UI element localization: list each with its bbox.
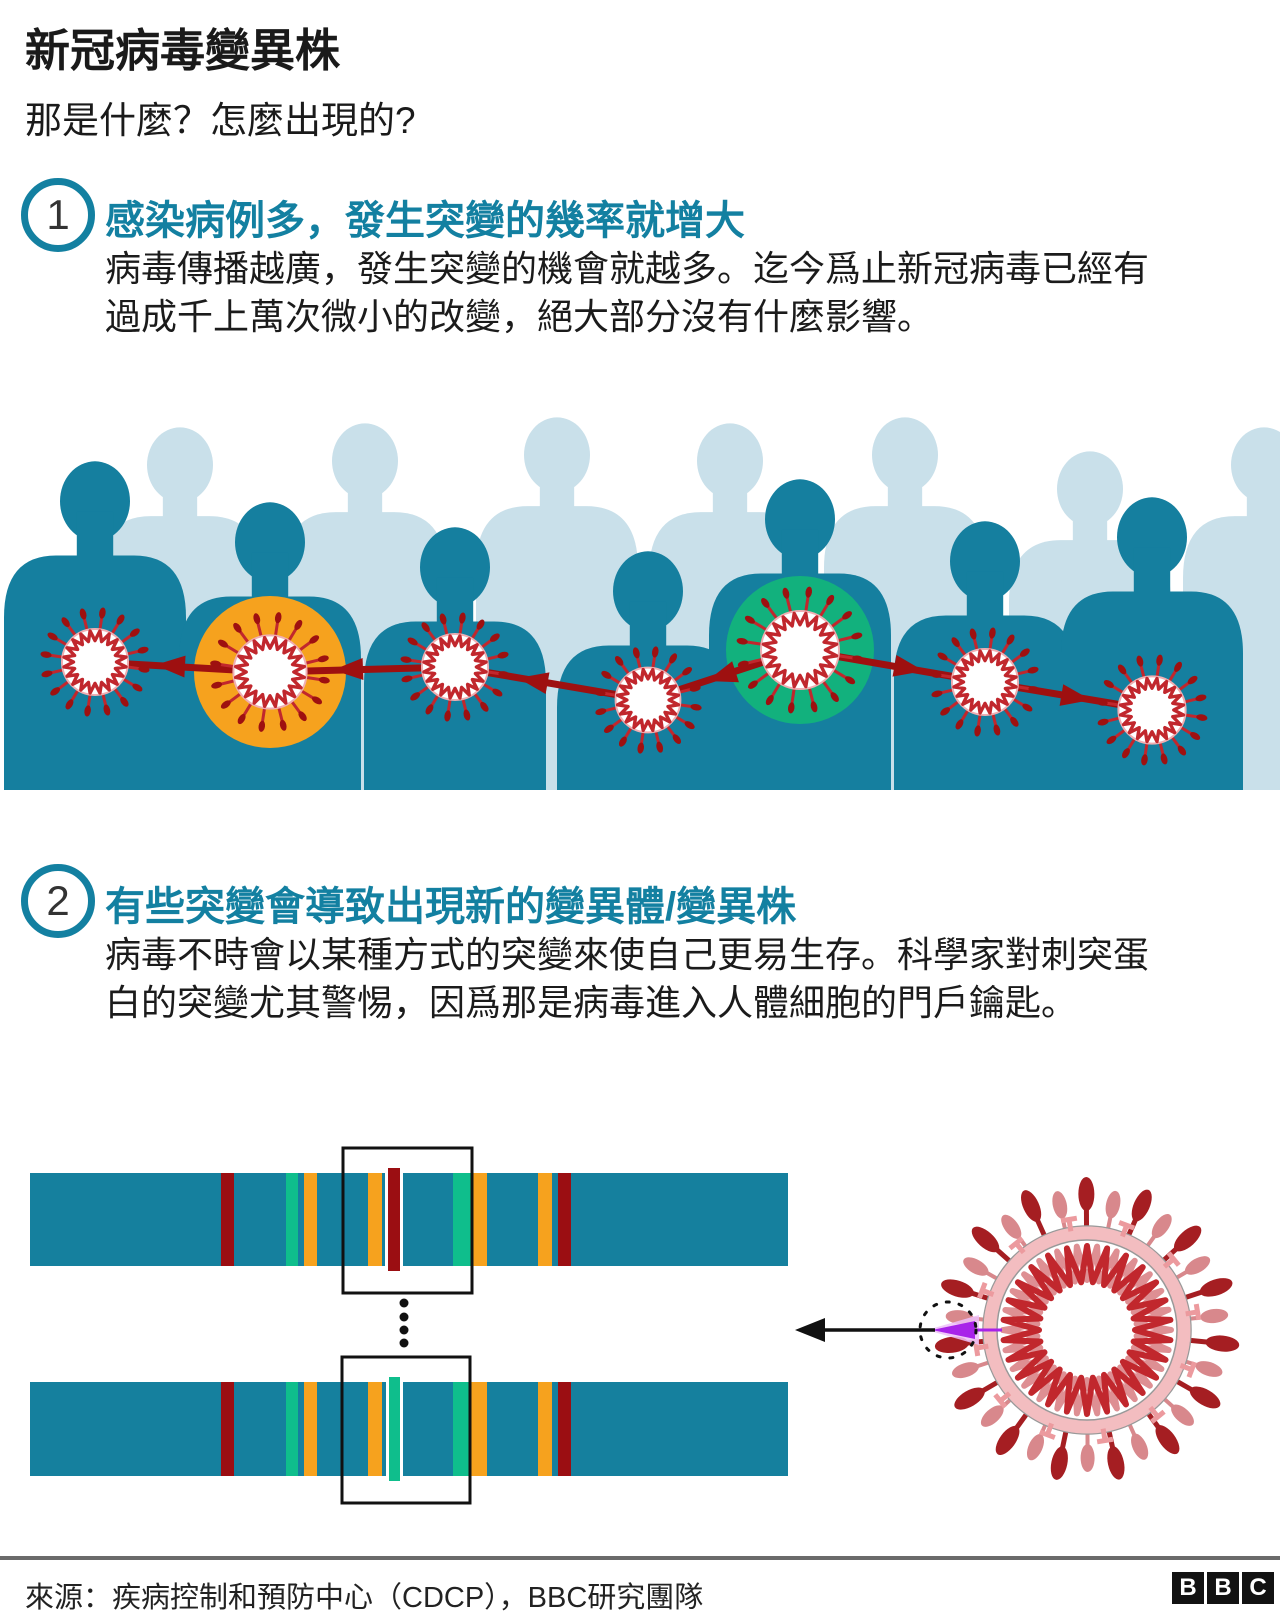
pointer-arrowhead-icon — [795, 1318, 825, 1342]
genome-bar — [30, 1173, 788, 1266]
mutated-spike-icon — [927, 1315, 1002, 1345]
section-2-number-badge: 2 — [21, 864, 95, 938]
bbc-logo-letter: C — [1242, 1572, 1274, 1604]
genome-stripe — [453, 1382, 471, 1476]
genome-stripe — [538, 1173, 552, 1266]
genome-stripe — [286, 1173, 298, 1266]
section-1-heading: 感染病例多，發生突變的幾率就增大 — [105, 199, 745, 243]
zoom-box — [341, 1146, 474, 1295]
transmission-arrowhead-icon — [1059, 684, 1091, 706]
ellipsis-dot — [399, 1325, 409, 1335]
section-1-body-line-1: 病毒傳播越廣，發生突變的機會就越多。迄今爲止新冠病毒已經有 — [105, 248, 1150, 289]
virus-transmission-illustration — [4, 417, 1280, 790]
genome-mutation-illustration — [30, 1146, 1240, 1505]
mutation-stripe — [388, 1168, 400, 1271]
mutation-stripe — [389, 1377, 400, 1481]
genome-stripe — [471, 1173, 487, 1266]
section-1-number: 1 — [46, 191, 70, 238]
transmission-arrowhead-icon — [707, 661, 739, 683]
dashed-focus-circle — [918, 1300, 978, 1360]
rna-coil — [1000, 1243, 1174, 1417]
genome-stripe — [368, 1173, 382, 1266]
section-2-heading: 有些突變會導致出現新的變異體/變異株 — [105, 885, 797, 929]
genome-stripe — [558, 1173, 571, 1266]
ellipsis-dot — [399, 1338, 409, 1348]
coronavirus-icon — [40, 607, 150, 717]
section-2-body: 病毒不時會以某種方式的突變來使自己更易生存。科學家對刺突蛋 白的突變尤其警惕，因… — [105, 931, 1149, 1027]
coronavirus-icon — [1096, 654, 1208, 766]
bbc-logo-letter: B — [1172, 1572, 1204, 1604]
genome-stripe — [286, 1382, 298, 1476]
footer-divider — [0, 1556, 1280, 1560]
transmission-arrowhead-icon — [155, 655, 186, 678]
genome-stripe — [368, 1382, 382, 1476]
section-2-body-line-2: 白的突變尤其警惕，因爲那是病毒進入人體細胞的門戶鑰匙。 — [105, 982, 1078, 1023]
section-1-body: 病毒傳播越廣，發生突變的機會就越多。迄今爲止新冠病毒已經有 過成千上萬次微小的改… — [105, 245, 1149, 341]
zoom-box — [340, 1355, 472, 1505]
coronavirus-icon — [594, 646, 702, 754]
bbc-logo-letter: B — [1207, 1572, 1239, 1604]
bbc-logo: B B C — [1172, 1572, 1274, 1604]
coronavirus-icon — [930, 627, 1040, 737]
transmission-arrowhead-icon — [892, 654, 924, 677]
transmission-arrowhead-icon — [333, 657, 364, 680]
genome-stripe — [453, 1173, 471, 1266]
person-silhouette — [4, 461, 186, 790]
genome-stripe — [538, 1382, 552, 1476]
genome-stripe — [558, 1382, 571, 1476]
coronavirus-icon — [210, 612, 330, 732]
rna-coil — [1000, 1243, 1174, 1417]
ellipsis-dot — [399, 1298, 409, 1308]
coronavirus-icon — [400, 612, 510, 722]
genome-stripe — [304, 1382, 317, 1476]
transmission-arrowhead-icon — [518, 672, 550, 695]
infographic-subtitle: 那是什麼？怎麼出現的? — [25, 100, 416, 141]
genome-stripe — [471, 1382, 487, 1476]
ellipsis-dot — [399, 1312, 409, 1322]
section-1-body-line-2: 過成千上萬次微小的改變，絕大部分沒有什麼影響。 — [105, 296, 934, 337]
section-2-number: 2 — [46, 877, 70, 924]
genome-stripe — [221, 1382, 234, 1476]
genome-bar — [30, 1382, 788, 1476]
section-1-number-badge: 1 — [21, 178, 95, 252]
genome-stripe — [221, 1173, 234, 1266]
coronavirus-icon — [736, 586, 864, 714]
source-attribution: 來源：疾病控制和預防中心（CDCP），BBC研究團隊 — [25, 1582, 704, 1614]
infographic-title: 新冠病毒變異株 — [25, 25, 341, 76]
genome-stripe — [304, 1173, 317, 1266]
section-2-body-line-1: 病毒不時會以某種方式的突變來使自己更易生存。科學家對刺突蛋 — [105, 934, 1150, 975]
person-silhouette — [364, 527, 546, 790]
